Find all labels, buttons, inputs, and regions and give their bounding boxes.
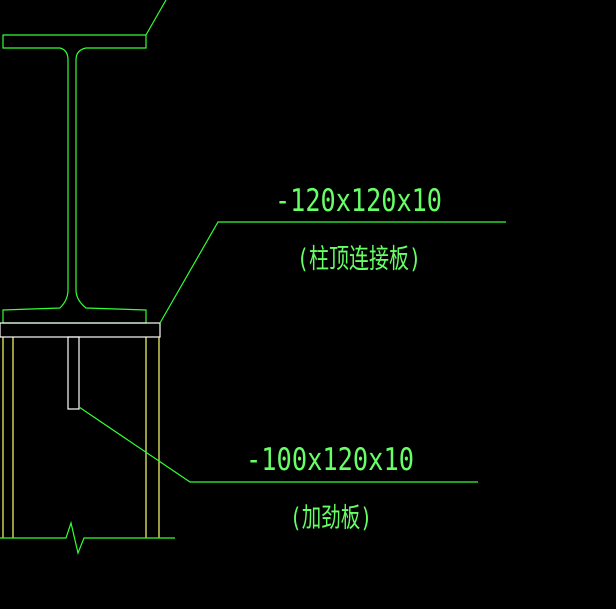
top-plate-name-label: (柱顶连接板) <box>297 244 421 275</box>
stiffener-leader <box>78 406 478 483</box>
break-line <box>0 520 175 555</box>
top-connection-plate <box>0 322 161 338</box>
stiffener-name-label: (加劲板) <box>290 503 372 534</box>
top-leader-line <box>145 0 167 36</box>
top-plate-dimension-label: -120x120x10 <box>275 183 442 219</box>
stiffener-plate <box>67 336 80 410</box>
i-beam-section <box>2 34 147 324</box>
stiffener-dimension-label: -100x120x10 <box>246 442 414 478</box>
top-plate-leader <box>159 221 506 324</box>
